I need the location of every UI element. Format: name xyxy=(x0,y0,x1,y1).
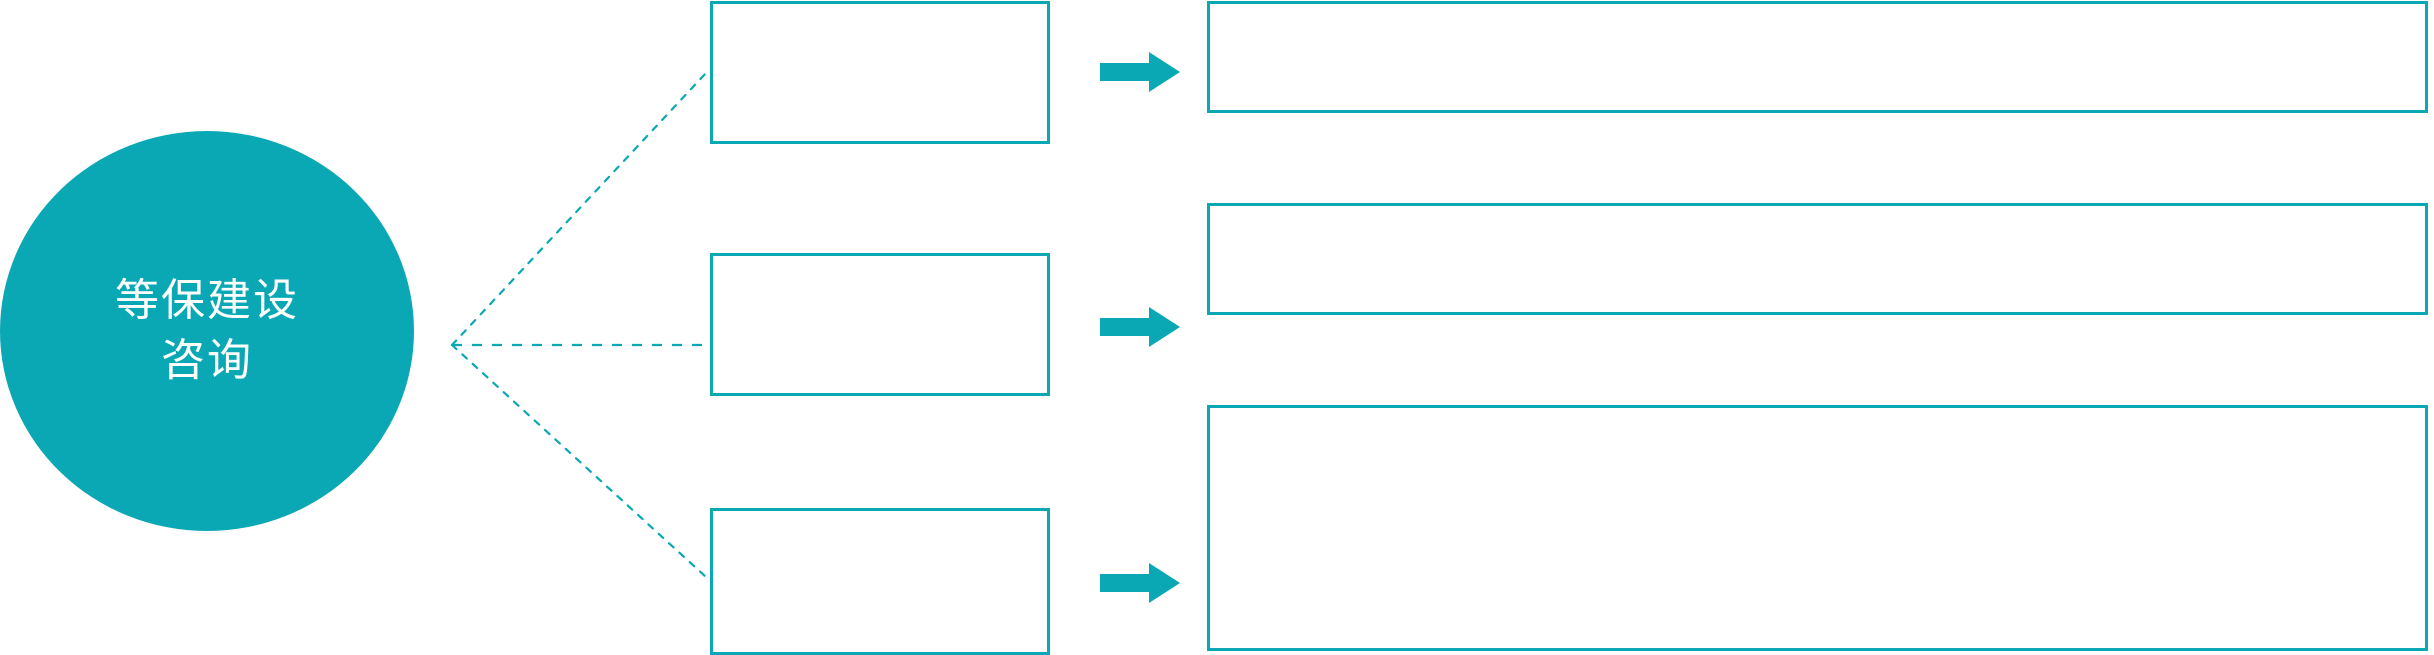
hub-label-line-2: 咨询 xyxy=(161,336,253,385)
right-arrow-icon-row-2 xyxy=(1100,307,1180,347)
right-arrow-icon-row-1 xyxy=(1100,52,1180,92)
detail-box-row-3[interactable] xyxy=(1207,405,2428,651)
stage-box-row-2[interactable] xyxy=(710,253,1050,396)
right-arrow-icon-row-3 xyxy=(1100,563,1180,603)
stage-box-row-1[interactable] xyxy=(710,1,1050,144)
detail-box-row-1[interactable] xyxy=(1207,1,2428,113)
hub-node[interactable]: 等保建设 咨询 xyxy=(0,131,414,531)
detail-box-row-2[interactable] xyxy=(1207,203,2428,315)
connector-line-row-1 xyxy=(450,71,708,347)
hub-label-line-1: 等保建设 xyxy=(115,276,299,326)
connector-line-row-3 xyxy=(450,343,708,579)
stage-box-row-3[interactable] xyxy=(710,508,1050,655)
